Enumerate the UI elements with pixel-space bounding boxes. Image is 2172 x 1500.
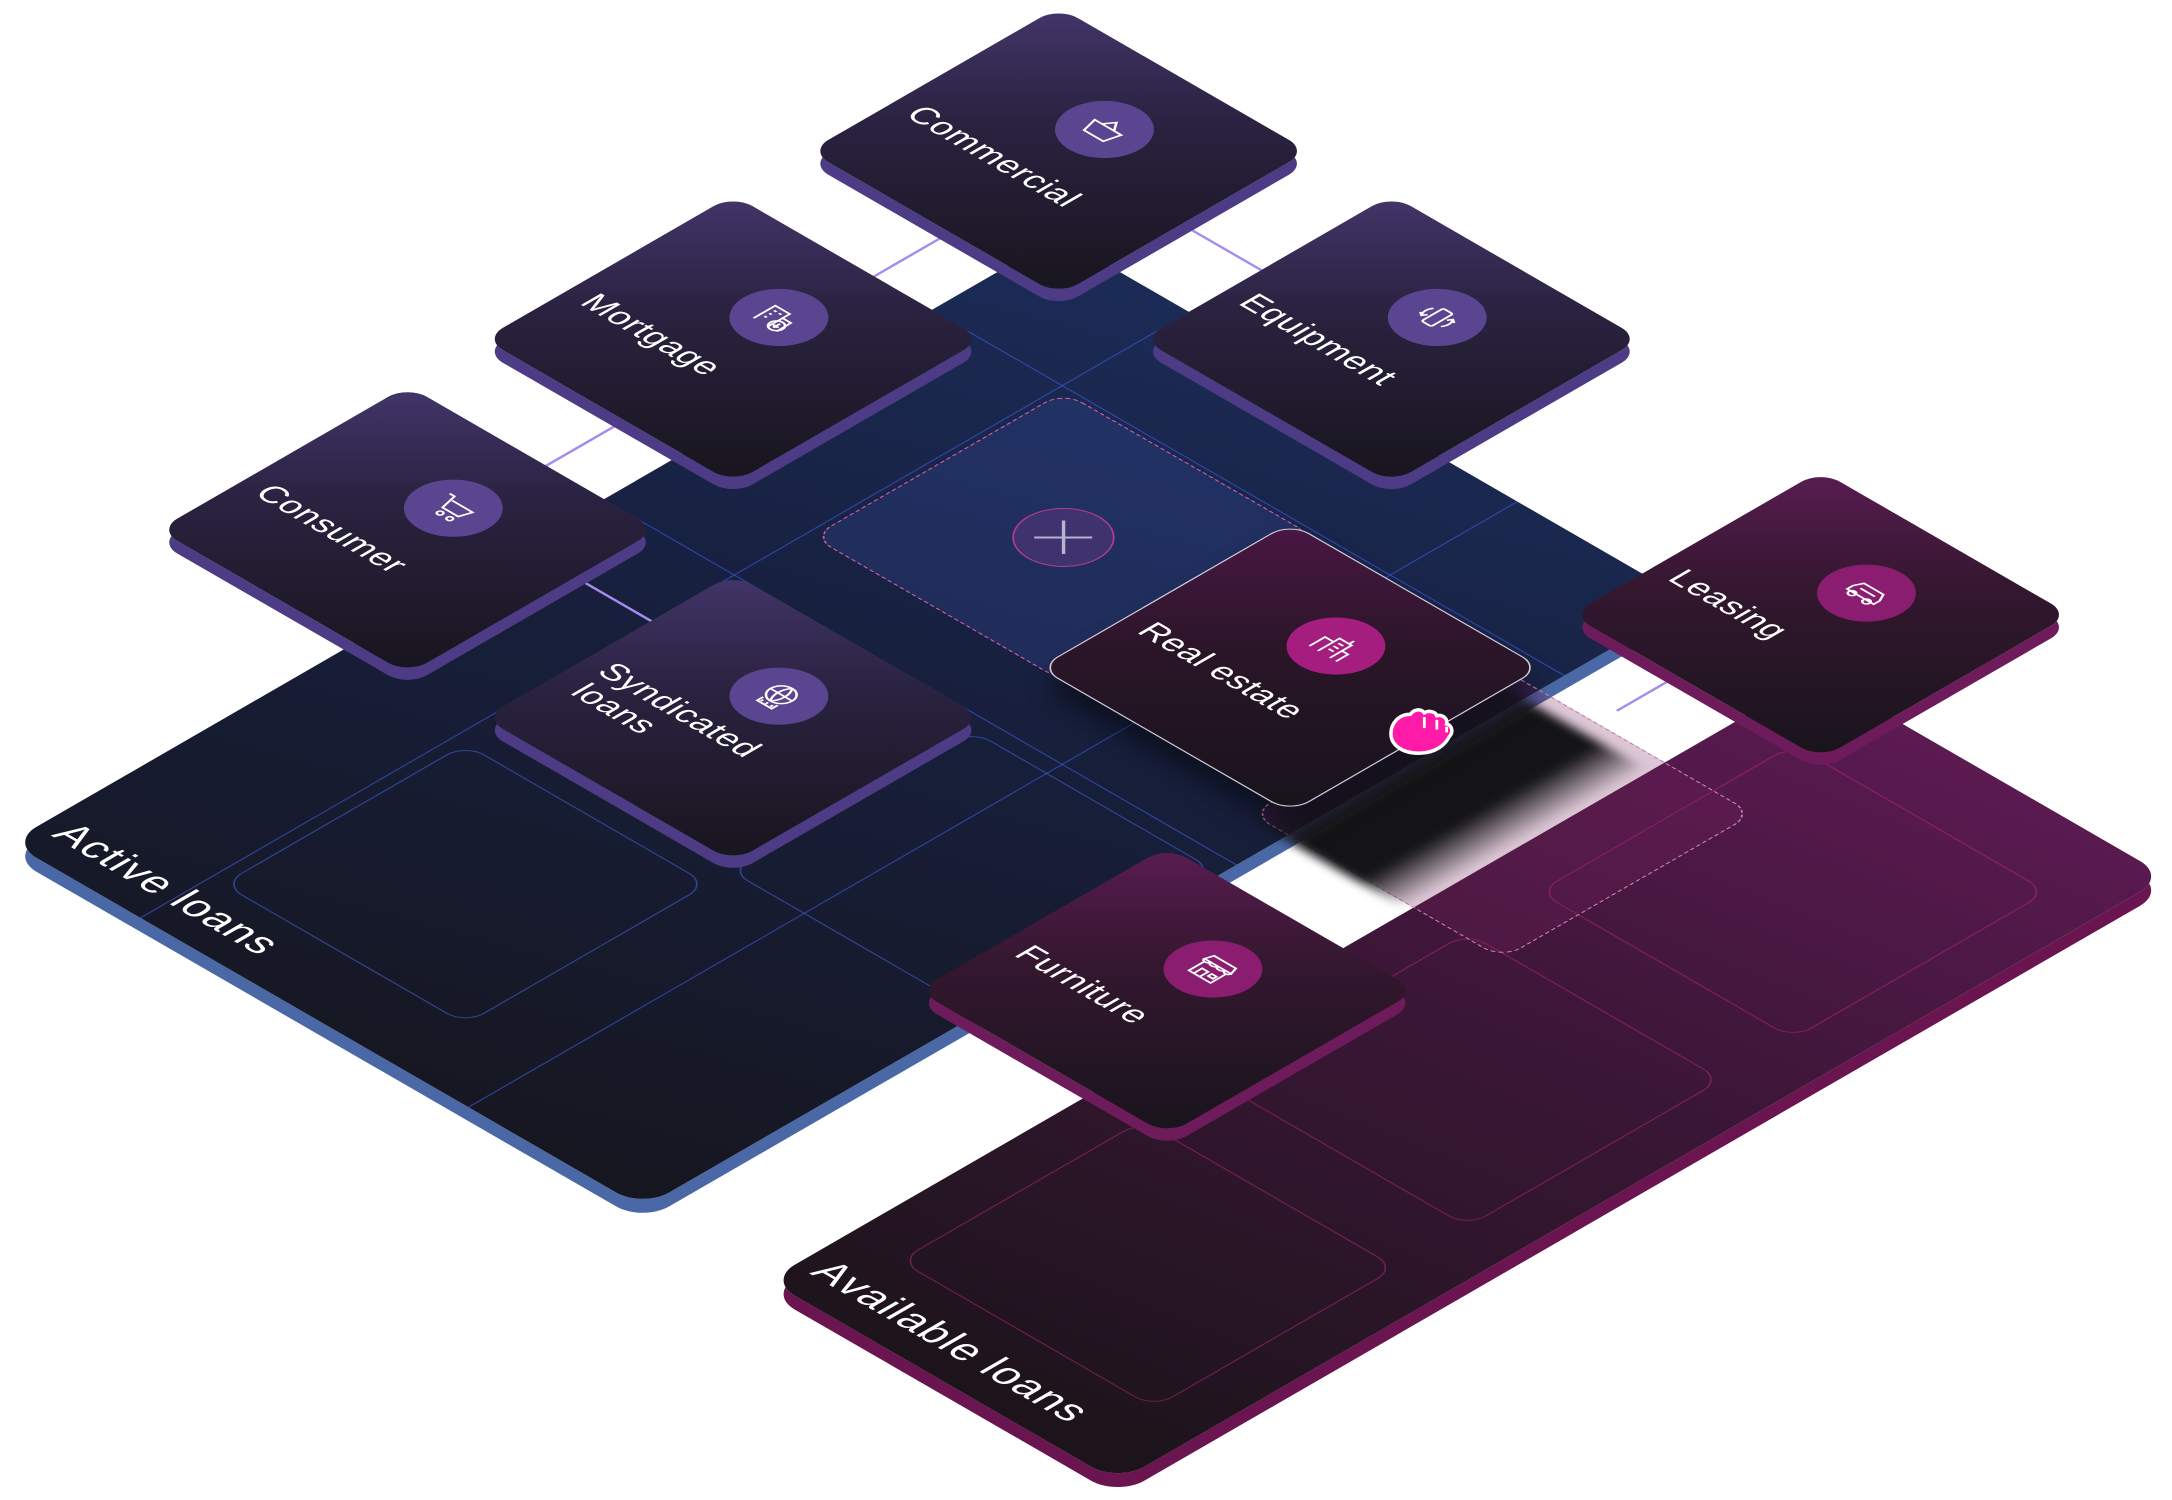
tile-consumer[interactable]: Consumer — [157, 385, 658, 674]
tile-label: Mortgage — [571, 288, 732, 382]
tile-label: Equipment — [1229, 288, 1407, 391]
tile-mortgage[interactable]: Mortgage — [483, 194, 983, 484]
buildings-icon — [1266, 605, 1406, 687]
grab-cursor-icon — [1389, 708, 1454, 755]
building-download-icon — [708, 277, 849, 358]
basket-icon — [1034, 89, 1175, 170]
tile-label: Leasing — [1659, 564, 1798, 645]
device-rotate-icon — [1367, 277, 1508, 358]
storefront-icon — [1143, 928, 1283, 1010]
tile-label: Real estate — [1128, 617, 1315, 725]
tile-real-estate[interactable]: Real estate — [1038, 522, 1543, 814]
close-icon[interactable] — [991, 495, 1136, 580]
car-icon — [1796, 552, 1937, 634]
tile-furniture[interactable]: Furniture — [917, 846, 1417, 1135]
tile-label: Furniture — [1005, 940, 1160, 1030]
tile-equipment[interactable]: Equipment — [1141, 194, 1642, 484]
tile-commercial[interactable]: Commercial — [809, 6, 1309, 296]
tile-leasing[interactable]: Leasing — [1571, 470, 2071, 759]
tile-label: Consumer — [245, 479, 417, 579]
cart-icon — [383, 467, 524, 549]
globe-bank-icon — [708, 655, 849, 737]
